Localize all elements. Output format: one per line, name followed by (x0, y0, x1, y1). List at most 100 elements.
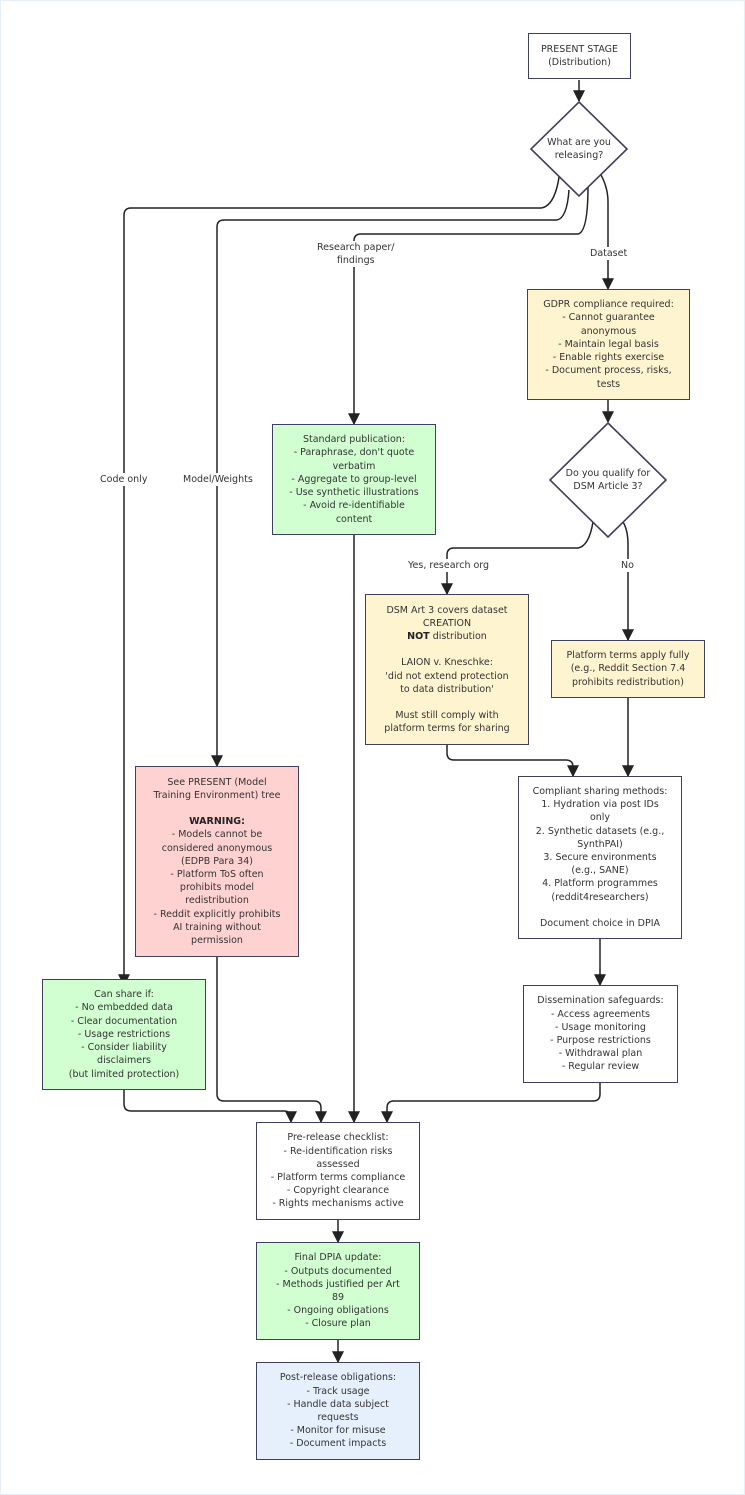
can-share-line: - No embedded data (75, 1002, 173, 1014)
compliant-sharing-footer: Document choice in DPIA (539, 917, 661, 929)
pre-release-checklist-node: Pre-release checklist: - Re-identificati… (256, 1122, 420, 1220)
compliant-sharing-line: 3. Secure environments (543, 852, 657, 863)
standard-publication-line: - Avoid re-identifiable (303, 500, 405, 512)
compliant-sharing-line: SynthPAI) (577, 838, 623, 850)
post-release-line: - Track usage (306, 1385, 370, 1397)
model-tree-line: (EDPB Para 34) (181, 855, 253, 867)
model-tree-line: redistribution (185, 895, 249, 907)
compliant-sharing-node: Compliant sharing methods: 1. Hydration … (518, 776, 682, 939)
standard-publication-line: Standard publication: (302, 434, 406, 446)
dissemination-line: - Access agreements (550, 1008, 651, 1020)
model-tree-line: - Platform ToS often (170, 869, 264, 880)
edge-label-line: Model/Weights (183, 474, 253, 485)
pre-release-line: Pre-release checklist: (287, 1132, 389, 1144)
edge-label-line: findings (336, 255, 375, 267)
standard-publication-node: Standard publication: - Paraphrase, don'… (272, 424, 436, 535)
compliant-sharing-line: 2. Synthetic datasets (e.g., (535, 825, 665, 837)
edge-label-yes-research-org: Yes, research org (406, 559, 492, 573)
what-releasing-decision: What are you releasing? (531, 129, 627, 169)
edge-label-model-weights: Model/Weights (181, 473, 255, 487)
edge-canshare-to-checklist (123, 1089, 297, 1124)
final-dpia-line: 89 (331, 1292, 345, 1303)
final-dpia-line: - Methods justified per Art (276, 1278, 400, 1290)
gdpr-line: anonymous (580, 325, 637, 337)
model-training-warning-node: See PRESENT (Model Training Environment)… (135, 766, 299, 957)
pre-release-line: - Copyright clearance (286, 1185, 390, 1197)
post-release-line: requests (317, 1412, 359, 1423)
decision-line: releasing? (554, 150, 604, 161)
gdpr-line: - Enable rights exercise (552, 352, 665, 364)
standard-publication-line: - Aggregate to group-level (291, 473, 417, 485)
edge-label-no: No (619, 559, 636, 573)
platform-terms-node: Platform terms apply fully (e.g., Reddit… (551, 640, 705, 698)
platform-terms-line: Platform terms apply fully (566, 650, 690, 662)
platform-terms-line: prohibits redistribution) (572, 676, 684, 688)
post-release-node: Post-release obligations: - Track usage … (256, 1362, 420, 1460)
dissemination-line: - Usage monitoring (555, 1021, 646, 1033)
edge-label-code-only: Code only (98, 473, 150, 487)
platform-terms-line: (e.g., Reddit Section 7.4 (570, 663, 686, 675)
can-share-line: - Clear documentation (70, 1015, 178, 1027)
edge-dataset (597, 169, 614, 291)
dissemination-line: Dissemination safeguards: (537, 995, 664, 1007)
present-stage-line: (Distribution) (548, 57, 611, 68)
edge-label-line: Research paper/ (317, 242, 395, 253)
can-share-line: Can share if: (94, 989, 154, 1001)
compliant-sharing-line: 1. Hydration via post IDs (541, 799, 659, 811)
edge-label-research-paper: Research paper/ findings (315, 241, 397, 268)
can-share-line: - Usage restrictions (77, 1028, 171, 1040)
can-share-node: Can share if: - No embedded data - Clear… (42, 979, 206, 1090)
compliant-sharing-line: Compliant sharing methods: (532, 785, 668, 797)
edge-code-only (118, 169, 561, 987)
gdpr-line: GDPR compliance required: (543, 299, 674, 311)
compliant-sharing-line: (e.g., SANE) (571, 865, 629, 877)
post-release-line: - Document impacts (289, 1438, 387, 1450)
model-tree-line: considered anonymous (161, 842, 273, 854)
edge-dsm-to-compliant (446, 745, 579, 778)
edge-model-weights (211, 189, 570, 768)
pre-release-line: - Rights mechanisms active (272, 1198, 404, 1210)
dsm-art3-line-rest: distribution (429, 631, 487, 643)
compliant-sharing-line: 4. Platform programmes (542, 878, 658, 890)
dsm-art3-line: NOT distribution (407, 630, 487, 643)
model-tree-line: - Reddit explicitly prohibits (153, 908, 281, 920)
edge-yes-research (441, 521, 594, 596)
can-share-line: - Consider liability (81, 1042, 167, 1054)
dsm-art3-node: DSM Art 3 covers dataset CREATION NOT di… (365, 594, 529, 745)
decision-dsm-shape (548, 421, 668, 539)
pre-release-line: assessed (316, 1158, 360, 1170)
decision-line: DSM Article 3? (573, 481, 643, 492)
model-tree-line: See PRESENT (Model (167, 776, 267, 788)
post-release-line: - Handle data subject (287, 1398, 389, 1410)
model-tree-warning: WARNING: (189, 815, 245, 828)
edge-model-to-checklist (216, 957, 327, 1124)
final-dpia-line: Final DPIA update: (294, 1252, 382, 1264)
compliant-sharing-line: only (589, 812, 611, 824)
can-share-line: disclaimers (97, 1055, 151, 1067)
gdpr-line: - Maintain legal basis (558, 338, 659, 350)
final-dpia-line: - Closure plan (305, 1318, 371, 1330)
dsm-article3-decision: Do you qualify for DSM Article 3? (556, 460, 660, 500)
final-dpia-line: - Ongoing obligations (287, 1305, 389, 1317)
dissemination-line: - Purpose restrictions (550, 1035, 651, 1046)
gdpr-line: - Document process, risks, (545, 365, 672, 377)
model-tree-line: Training Environment) tree (153, 789, 281, 801)
post-release-line: - Monitor for misuse (290, 1425, 386, 1437)
final-dpia-line: - Outputs documented (284, 1265, 392, 1277)
dissemination-line: - Regular review (561, 1061, 640, 1073)
dissemination-line: - Withdrawal plan (558, 1048, 643, 1060)
model-tree-line: prohibits model (179, 882, 255, 894)
standard-publication-line: - Paraphrase, don't quote (293, 447, 415, 459)
standard-publication-line: verbatim (332, 460, 376, 472)
dsm-art3-line: DSM Art 3 covers dataset (386, 604, 508, 616)
dsm-art3-bold-not: NOT (407, 631, 430, 643)
dsm-art3-line: Must still comply with (395, 709, 499, 721)
gdpr-line: - Cannot guarantee (562, 312, 655, 324)
edge-dissemination-to-checklist (381, 1083, 601, 1124)
decision-line: What are you (547, 137, 611, 148)
dsm-art3-line: to data distribution' (400, 683, 494, 695)
edge-label-line: Code only (100, 474, 148, 485)
can-share-line: (but limited protection) (68, 1068, 180, 1080)
